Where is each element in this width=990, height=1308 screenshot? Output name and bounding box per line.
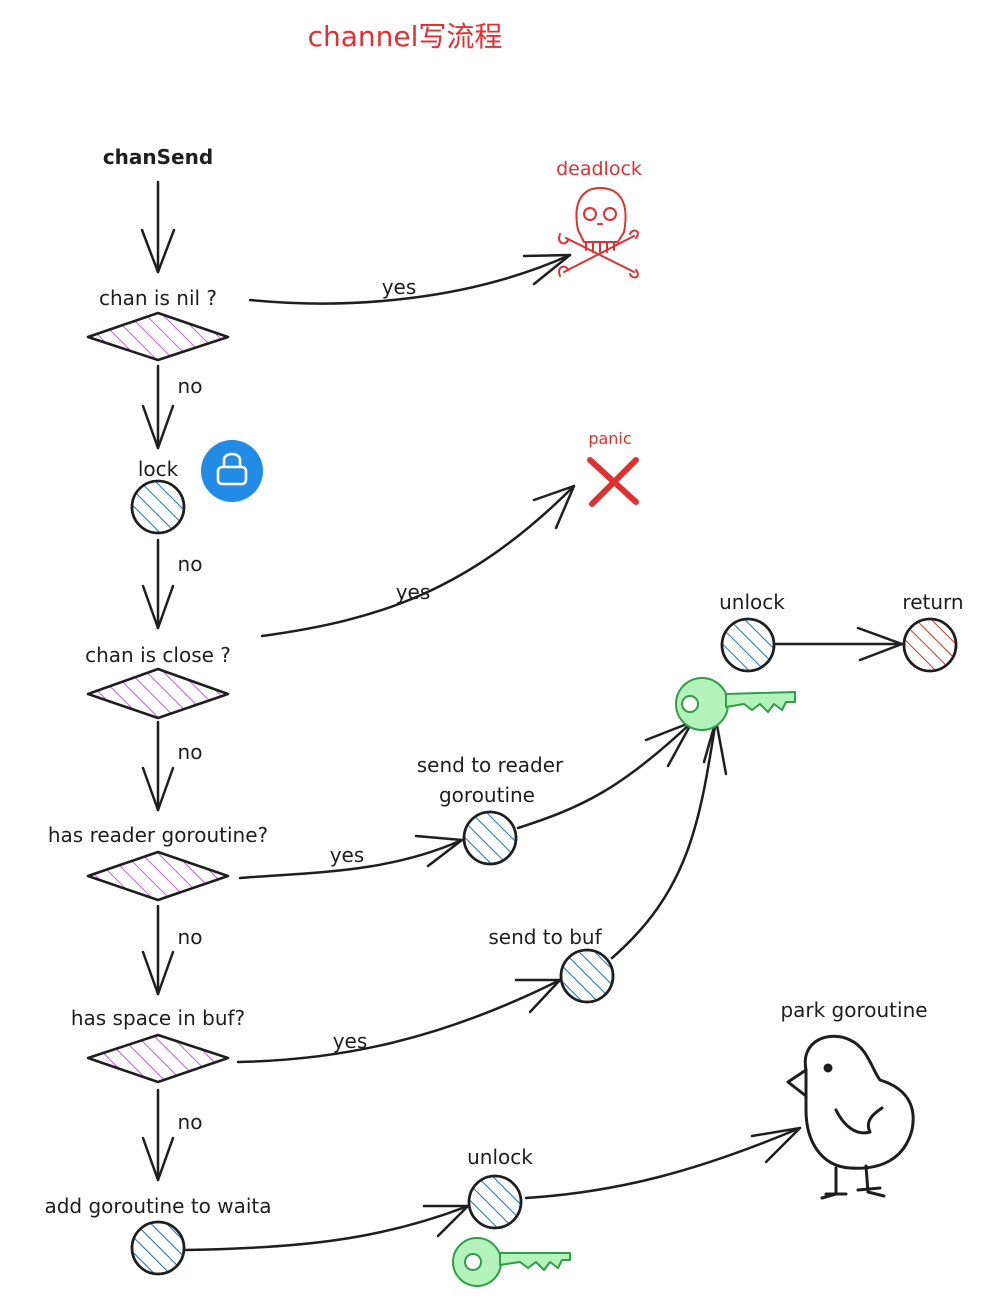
edge-close-yes — [260, 484, 576, 638]
start-label: chanSend — [103, 145, 213, 169]
panic-label: panic — [588, 429, 631, 448]
return-label: return — [902, 590, 963, 614]
park-label: park goroutine — [780, 998, 927, 1022]
nil-yes-label: yes — [382, 275, 417, 299]
edge-close-no — [141, 720, 175, 812]
space-no-label: no — [178, 1110, 203, 1134]
space-check-diamond — [86, 1033, 230, 1084]
edge-unlock-to-park — [524, 1126, 802, 1200]
edge-lock-to-close — [141, 538, 175, 630]
unlock-bottom-label: unlock — [467, 1145, 533, 1169]
edge-nil-yes — [248, 253, 572, 305]
close-check-diamond — [86, 667, 230, 720]
close-yes-label: yes — [396, 580, 431, 604]
send-buf-node — [559, 948, 615, 1004]
space-check-label: has space in buf? — [71, 1006, 245, 1030]
edge-nil-no — [141, 364, 175, 450]
close-check-label: chan is close ? — [85, 643, 231, 667]
send-reader-label-1: send to reader — [417, 753, 564, 777]
reader-check-diamond — [86, 850, 230, 902]
edge-space-yes — [236, 978, 562, 1064]
cross-icon — [587, 457, 639, 507]
add-wait-label: add goroutine to waita — [44, 1194, 271, 1218]
unlock-bottom-node — [467, 1174, 523, 1230]
send-reader-node — [462, 810, 518, 866]
bird-icon — [786, 1034, 915, 1200]
skull-icon — [558, 187, 639, 279]
edge-space-no — [141, 1088, 175, 1182]
reader-no-label: no — [178, 925, 203, 949]
lock-no-label: no — [178, 552, 203, 576]
edge-send-buf-to-unlock — [610, 718, 728, 960]
nil-no-label: no — [178, 374, 203, 398]
unlock-top-label: unlock — [719, 590, 785, 614]
key-icon — [452, 1237, 571, 1287]
edge-unlock-to-return — [774, 626, 904, 662]
diagram-title: channel写流程 — [308, 20, 503, 53]
edge-reader-yes — [238, 834, 464, 880]
nil-check-diamond — [86, 311, 230, 362]
send-buf-label: send to buf — [488, 925, 602, 949]
deadlock-label: deadlock — [556, 158, 642, 180]
lock-label: lock — [138, 457, 179, 481]
edge-start-to-nil — [140, 180, 176, 274]
unlock-top-node — [720, 617, 776, 673]
add-wait-node — [130, 1220, 186, 1276]
space-yes-label: yes — [333, 1029, 368, 1053]
key-icon — [675, 677, 796, 731]
edge-reader-no — [141, 904, 175, 996]
lock-icon — [201, 440, 263, 502]
nil-check-label: chan is nil ? — [99, 286, 217, 310]
reader-check-label: has reader goroutine? — [48, 823, 268, 847]
send-reader-label-2: goroutine — [439, 783, 535, 807]
return-node — [902, 617, 958, 673]
reader-yes-label: yes — [330, 843, 365, 867]
lock-node — [130, 479, 186, 535]
close-no-label: no — [178, 740, 203, 764]
